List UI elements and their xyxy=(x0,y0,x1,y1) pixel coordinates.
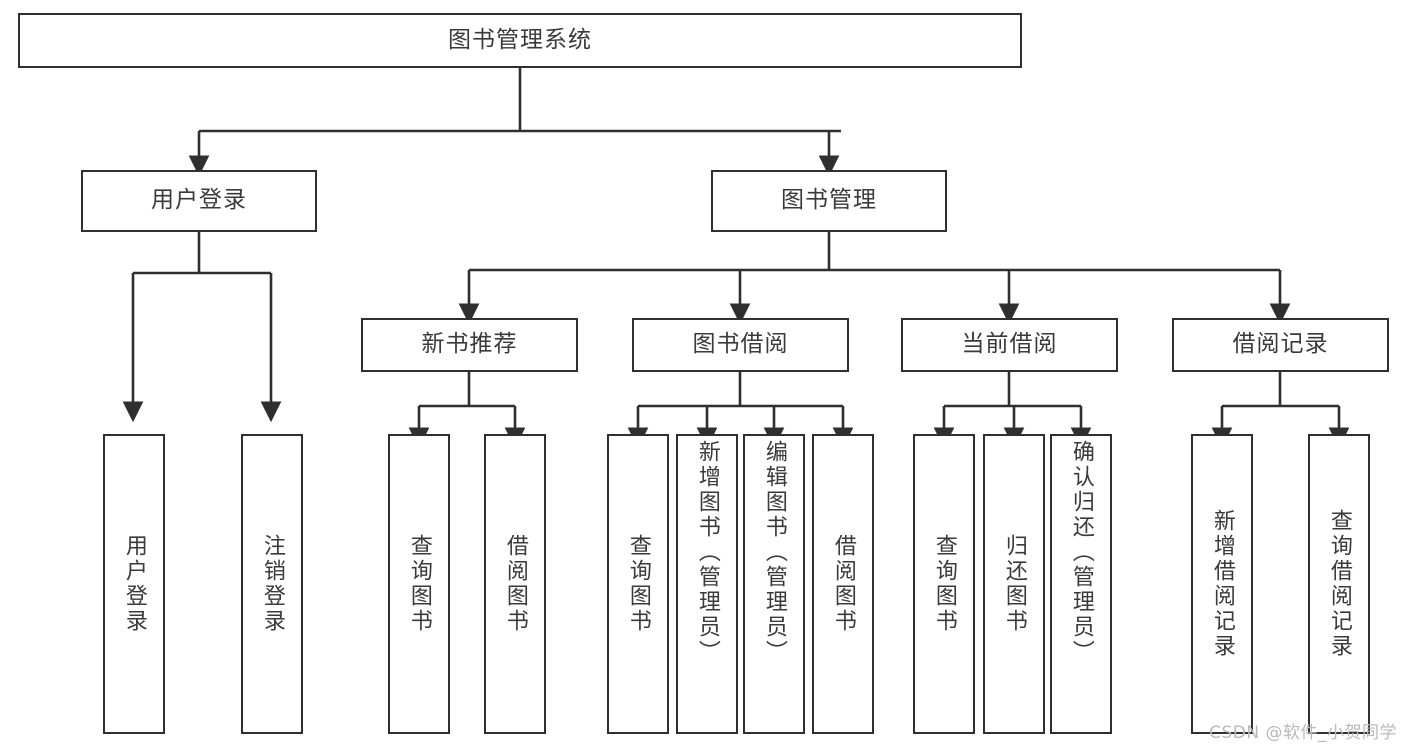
leaf-new-book-borrow[interactable]: 借阅图书 xyxy=(484,434,546,734)
leaf-book-borrow-add[interactable]: 新增图书（管理员） xyxy=(676,434,738,734)
node-label: 当前借阅 xyxy=(961,331,1058,358)
leaf-current-borrow-return[interactable]: 归还图书 xyxy=(983,434,1045,734)
leaf-new-book-query[interactable]: 查询图书 xyxy=(388,434,450,734)
watermark: CSDN @软件_小贺同学 xyxy=(1209,723,1397,743)
leaf-user-login-signout[interactable]: 注销登录 xyxy=(241,434,303,734)
node-label: 借阅图书 xyxy=(830,534,856,634)
leaf-user-login-signin[interactable]: 用户登录 xyxy=(103,434,165,734)
node-label: 确认归还（管理员） xyxy=(1068,440,1094,665)
leaf-borrow-records-add[interactable]: 新增借阅记录 xyxy=(1191,434,1253,734)
leaf-book-borrow-borrow[interactable]: 借阅图书 xyxy=(812,434,874,734)
node-label: 借阅记录 xyxy=(1232,331,1329,358)
leaf-book-borrow-query[interactable]: 查询图书 xyxy=(607,434,669,734)
node-label: 图书管理 xyxy=(781,187,877,214)
node-book-borrow[interactable]: 图书借阅 xyxy=(632,318,849,372)
node-label: 借阅图书 xyxy=(502,534,528,634)
node-label: 注销登录 xyxy=(259,534,285,634)
node-book-management[interactable]: 图书管理 xyxy=(711,170,947,232)
node-label: 归还图书 xyxy=(1001,534,1027,634)
node-new-book-recommend[interactable]: 新书推荐 xyxy=(361,318,578,372)
node-label: 新增图书（管理员） xyxy=(694,440,720,665)
leaf-current-borrow-confirm-return[interactable]: 确认归还（管理员） xyxy=(1050,434,1112,734)
node-label: 图书借阅 xyxy=(692,331,789,358)
node-label: 新书推荐 xyxy=(421,331,518,358)
node-label: 查询借阅记录 xyxy=(1326,509,1352,659)
leaf-borrow-records-query[interactable]: 查询借阅记录 xyxy=(1308,434,1370,734)
node-label: 查询图书 xyxy=(406,534,432,634)
node-label: 新增借阅记录 xyxy=(1209,509,1235,659)
node-label: 查询图书 xyxy=(625,534,651,634)
node-label: 编辑图书（管理员） xyxy=(761,440,787,665)
leaf-book-borrow-edit[interactable]: 编辑图书（管理员） xyxy=(743,434,805,734)
node-current-borrow[interactable]: 当前借阅 xyxy=(901,318,1118,372)
node-label: 用户登录 xyxy=(151,187,247,214)
node-book-management-system[interactable]: 图书管理系统 xyxy=(18,13,1022,68)
node-borrow-records[interactable]: 借阅记录 xyxy=(1172,318,1389,372)
node-label: 图书管理系统 xyxy=(448,26,592,53)
node-label: 用户登录 xyxy=(121,534,147,634)
node-label: 查询图书 xyxy=(931,534,957,634)
leaf-current-borrow-query[interactable]: 查询图书 xyxy=(913,434,975,734)
node-user-login[interactable]: 用户登录 xyxy=(81,170,317,232)
